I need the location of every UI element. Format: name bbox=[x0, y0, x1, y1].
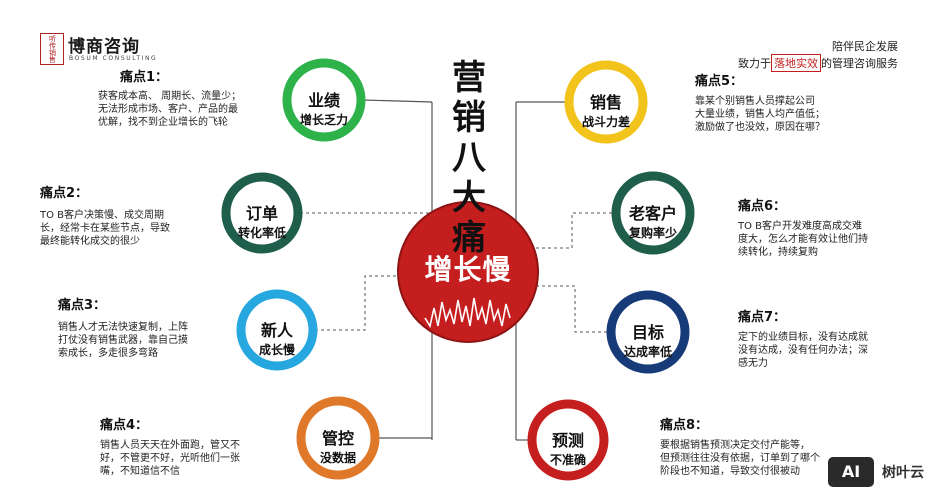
pain-point-line: 打仗没有销售武器，靠自己摸 bbox=[58, 335, 188, 346]
title-char: 大 bbox=[452, 178, 486, 218]
circle-ring-6 bbox=[611, 171, 695, 255]
pain-point-4: 痛点4： 销售人员天天在外面跑，管又不 好，不管更不好，光听他们一张 嘴，不知道… bbox=[100, 414, 290, 478]
pain-point-line: 定下的业绩目标，没有达成就 bbox=[738, 332, 868, 343]
circle-5-title: 销售 bbox=[589, 93, 622, 112]
pain-point-6: 痛点6： TO B客户开发难度高成交难 度大，怎么才能有效让他们持 续转化，持续… bbox=[738, 195, 923, 259]
circle-5-subtitle: 战斗力差 bbox=[581, 115, 630, 129]
circle-8-title: 预测 bbox=[551, 431, 584, 450]
branch-3 bbox=[315, 275, 400, 331]
pain-point-line: 优解，找不到企业增长的飞轮 bbox=[98, 117, 228, 128]
pain-point-line: 最终能转化成交的很少 bbox=[40, 236, 140, 247]
center-wave bbox=[424, 297, 511, 329]
logo-name: 博商咨询 bbox=[68, 37, 140, 57]
title-char: 痛 bbox=[452, 218, 486, 258]
pain-point-line: 长，经常卡在某些节点，导致 bbox=[40, 223, 170, 234]
circle-2-subtitle: 转化率低 bbox=[237, 226, 286, 240]
title-char: 销 bbox=[452, 98, 486, 138]
pain-point-line: 感无力 bbox=[738, 358, 768, 369]
slogan-post: 的管理咨询服务 bbox=[821, 57, 898, 70]
pain-point-1: 痛点1： bbox=[120, 66, 280, 85]
pain-point-line: 靠某个别销售人员撑起公司 bbox=[695, 96, 815, 107]
pain-point-1-body: 获客成本高、 周期长、流量少； 无法形成市场、客户、产品的最 优解，找不到企业增… bbox=[98, 90, 288, 129]
slogan-line1: 陪伴民企发展 bbox=[832, 40, 898, 53]
pain-point-line: 好，不管更不好，光听他们一张 bbox=[100, 453, 240, 464]
pain-point-line: 销售人员天天在外面跑，管又不 bbox=[100, 440, 240, 451]
center-circle bbox=[397, 201, 539, 343]
circle-3-text: 新人 成长慢 bbox=[242, 317, 312, 358]
circle-8-subtitle: 不准确 bbox=[549, 453, 586, 467]
circle-1-title: 业绩 bbox=[307, 91, 340, 110]
circle-1-subtitle: 增长乏力 bbox=[299, 113, 348, 127]
pain-point-line: 度大，怎么才能有效让他们持 bbox=[738, 234, 868, 245]
title-char: 八 bbox=[452, 138, 486, 178]
pain-point-line: 阶段也不知道，导致交付很被动 bbox=[660, 466, 800, 477]
pain-point-line: 获客成本高、 周期长、流量少； bbox=[98, 91, 242, 102]
circle-ring-2 bbox=[221, 172, 303, 254]
circle-2-text: 订单 转化率低 bbox=[227, 200, 297, 241]
branch-7 bbox=[536, 285, 607, 333]
pain-point-2: 痛点2： TO B客户决策慢、成交周期 长，经常卡在某些节点，导致 最终能转化成… bbox=[40, 182, 220, 248]
pain-point-7-head: 痛点7： bbox=[738, 310, 787, 325]
watermark-badge: AI bbox=[828, 457, 874, 487]
circle-ring-1 bbox=[282, 58, 366, 142]
pain-point-line: 嘴，不知道信不信 bbox=[100, 466, 180, 477]
center-label: 增长慢 bbox=[424, 253, 512, 286]
circle-ring-5 bbox=[564, 60, 648, 144]
pain-point-line: 索成长，多走很多弯路 bbox=[58, 348, 158, 359]
diagram-title: 营 销 八 大 痛 bbox=[432, 58, 506, 258]
circle-5-text: 销售 战斗力差 bbox=[571, 89, 641, 130]
watermark-text: 树叶云 bbox=[882, 465, 924, 481]
circle-3-title: 新人 bbox=[260, 321, 293, 340]
circle-6-subtitle: 复购率少 bbox=[628, 226, 677, 240]
pain-point-3: 痛点3： 销售人才无法快速复制，上阵 打仗没有销售武器，靠自己摸 索成长，多走很… bbox=[58, 294, 233, 360]
branch-1 bbox=[362, 99, 433, 103]
pain-point-line: TO B客户决策慢、成交周期 bbox=[40, 210, 165, 221]
pain-point-line: 大量业绩，销售人均产值低； bbox=[695, 109, 825, 120]
slogan-line2: 致力于落地实效的管理咨询服务 bbox=[738, 54, 898, 72]
pain-point-8: 痛点8： 要根据销售预测决定交付产能等， 但预测往往没有依据，订单到了哪个 阶段… bbox=[660, 414, 830, 478]
circle-4-subtitle: 没数据 bbox=[319, 451, 356, 465]
circle-3-subtitle: 成长慢 bbox=[258, 343, 295, 357]
circle-ring-3 bbox=[236, 289, 318, 371]
circle-7-text: 目标 达成率低 bbox=[613, 319, 683, 360]
pain-point-1-head: 痛点1： bbox=[120, 70, 169, 85]
pain-point-5: 痛点5： 靠某个别销售人员撑起公司 大量业绩，销售人均产值低； 激励做了也没效，… bbox=[695, 70, 885, 134]
circle-7-subtitle: 达成率低 bbox=[623, 345, 672, 359]
pain-point-line: 销售人才无法快速复制，上阵 bbox=[58, 322, 188, 333]
title-char: 营 bbox=[452, 58, 486, 98]
pain-point-line: 要根据销售预测决定交付产能等， bbox=[660, 440, 810, 451]
circle-7-title: 目标 bbox=[631, 323, 664, 342]
circle-ring-4 bbox=[296, 396, 380, 480]
pain-point-line: 续转化，持续复购 bbox=[738, 247, 818, 258]
pain-point-8-head: 痛点8： bbox=[660, 418, 709, 433]
pain-point-6-head: 痛点6： bbox=[738, 199, 787, 214]
pain-point-5-head: 痛点5： bbox=[695, 74, 744, 89]
logo-subtitle: BOSUM CONSULTING bbox=[69, 55, 158, 62]
pain-point-line: TO B客户开发难度高成交难 bbox=[738, 221, 863, 232]
pain-point-3-head: 痛点3： bbox=[58, 298, 107, 313]
circle-ring-7 bbox=[606, 290, 690, 374]
logo-mark: 听传销售 bbox=[40, 33, 64, 65]
pain-point-2-head: 痛点2： bbox=[40, 186, 89, 201]
pain-point-4-head: 痛点4： bbox=[100, 418, 149, 433]
pain-point-line: 但预测往往没有依据，订单到了哪个 bbox=[660, 453, 820, 464]
pain-point-line: 无法形成市场、客户、产品的最 bbox=[98, 104, 238, 115]
circle-4-title: 管控 bbox=[321, 429, 354, 448]
circle-6-title: 老客户 bbox=[628, 204, 677, 223]
circle-1-text: 业绩 增长乏力 bbox=[289, 87, 359, 128]
slogan-pre: 致力于 bbox=[738, 57, 771, 70]
branch-6 bbox=[536, 212, 614, 249]
slogan-highlight: 落地实效 bbox=[771, 54, 821, 72]
pain-point-line: 激励做了也没效，原因在哪？ bbox=[695, 122, 825, 133]
pain-point-7: 痛点7： 定下的业绩目标，没有达成就 没有达成，没有任何办法；深 感无力 bbox=[738, 306, 923, 370]
circle-2-title: 订单 bbox=[245, 204, 278, 223]
circle-8-text: 预测 不准确 bbox=[533, 427, 603, 468]
circle-4-text: 管控 没数据 bbox=[303, 425, 373, 466]
circle-6-text: 老客户 复购率少 bbox=[613, 200, 693, 241]
pain-point-line: 没有达成，没有任何办法；深 bbox=[738, 345, 868, 356]
circle-ring-8 bbox=[527, 399, 609, 481]
